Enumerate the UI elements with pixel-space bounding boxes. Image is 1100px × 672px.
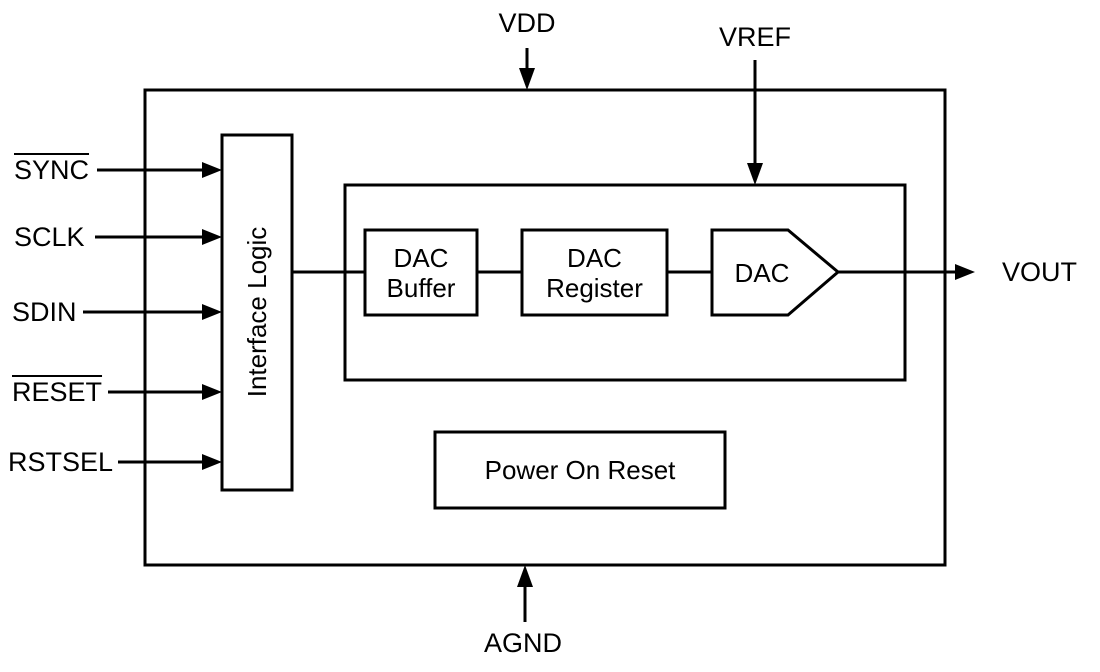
chip-outline-box <box>143 88 947 567</box>
interface-logic-box <box>220 133 294 492</box>
arrowhead-sdin-icon <box>202 304 222 320</box>
power-on-reset-box <box>433 430 727 510</box>
pin-label-vref: VREF <box>718 22 791 52</box>
arrowhead-vdd-icon <box>519 68 535 90</box>
arrowhead-rstsel-icon <box>202 454 222 470</box>
pin-label-agnd: AGND <box>483 628 562 658</box>
dac-core-box <box>343 183 907 382</box>
power-on-reset-label: Power On Reset <box>484 455 676 485</box>
arrowhead-agnd-icon <box>517 565 533 587</box>
arrowhead-vref-icon <box>747 163 763 185</box>
interface-logic-label: Interface Logic <box>242 226 272 398</box>
pin-label-sync: SYNC <box>14 155 90 185</box>
pin-label-reset: RESET <box>12 377 103 407</box>
dac-buffer-label-line2: Buffer <box>386 272 456 303</box>
arrowhead-vout-icon <box>955 264 975 280</box>
pin-label-vout: VOUT <box>1002 257 1078 287</box>
dac-label: DAC <box>734 257 790 288</box>
pin-label-sclk: SCLK <box>14 222 85 252</box>
arrowhead-reset-icon <box>202 384 222 400</box>
dac-pentagon <box>710 228 841 317</box>
pin-label-vdd: VDD <box>498 8 556 38</box>
arrowhead-sync-icon <box>202 162 222 178</box>
dac-register-label-line1: DAC <box>567 242 622 273</box>
dac-buffer-label-line1: DAC <box>393 242 449 273</box>
dac-register-label-line2: Register <box>546 272 643 303</box>
pin-label-rstsel: RSTSEL <box>8 447 114 477</box>
dac-register-label: DAC Register <box>522 230 667 315</box>
dac-buffer-label: DAC Buffer <box>365 230 477 315</box>
arrowhead-sclk-icon <box>202 229 222 245</box>
pin-label-sdin: SDIN <box>12 297 77 327</box>
